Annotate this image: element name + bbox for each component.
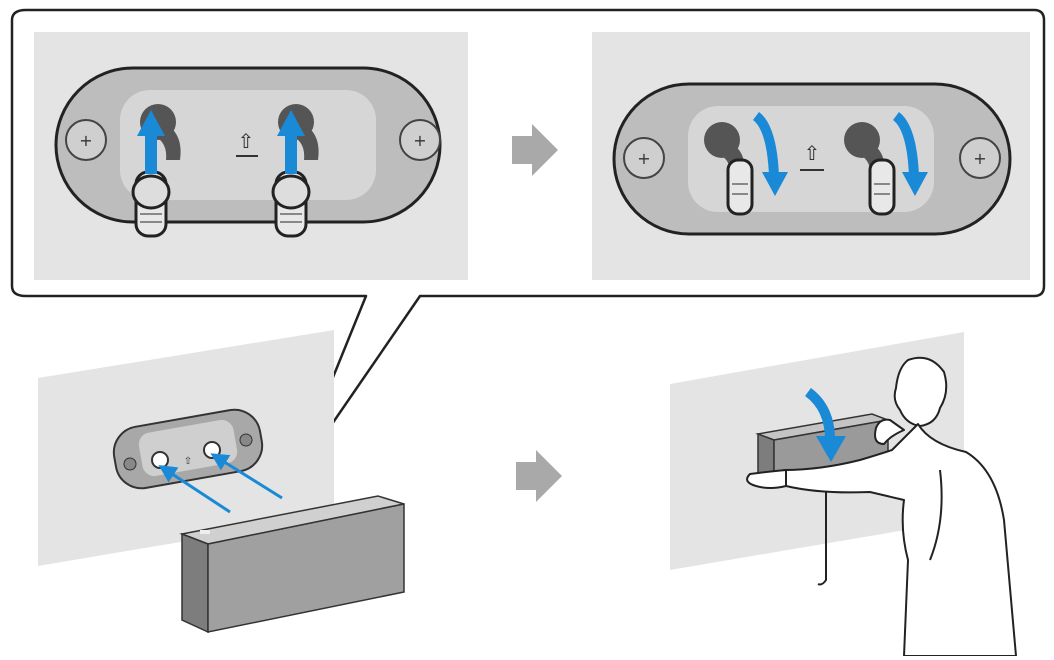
flow-arrow-icon xyxy=(512,124,558,176)
wall-screw xyxy=(868,158,896,216)
wall-screw xyxy=(131,170,171,238)
blue-arrow-down xyxy=(892,112,928,196)
up-arrow-icon: ⇧ xyxy=(236,129,258,157)
screw-icon: + xyxy=(959,137,1001,179)
screw-icon: + xyxy=(399,119,441,161)
blue-arrow-up xyxy=(277,110,305,174)
detail-after-panel: + + ⇧ xyxy=(592,32,1030,280)
blue-arrow-up xyxy=(137,110,165,174)
device-box xyxy=(179,495,405,634)
up-arrow-icon: ⇧ xyxy=(800,141,824,171)
wall-screw xyxy=(271,170,311,238)
svg-text:⇧: ⇧ xyxy=(184,456,192,467)
wall-screw xyxy=(726,158,754,216)
svg-text:+: + xyxy=(79,131,92,150)
flow-arrow-icon xyxy=(516,450,562,502)
person-illustration xyxy=(746,356,1017,657)
detail-before-panel: + + ⇧ xyxy=(34,32,468,280)
svg-text:⇧: ⇧ xyxy=(804,141,821,165)
blue-arrow-down xyxy=(752,112,788,196)
person-mounting-panel xyxy=(670,332,1017,657)
screw-icon: + xyxy=(623,137,665,179)
svg-text:+: + xyxy=(637,149,650,168)
svg-text:+: + xyxy=(413,131,426,150)
wall-install-panel: ⇧ xyxy=(38,330,405,634)
svg-text:⇧: ⇧ xyxy=(238,129,255,153)
screw-icon: + xyxy=(65,119,107,161)
svg-text:+: + xyxy=(973,149,986,168)
blue-arrow-down xyxy=(804,387,846,462)
